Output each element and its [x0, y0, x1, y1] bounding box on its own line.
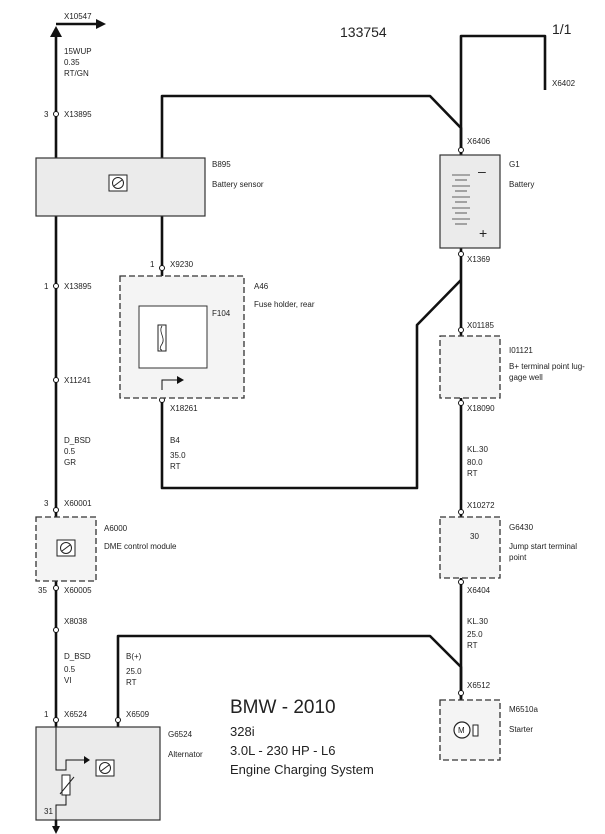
regulator-icon: [55, 727, 90, 820]
wire-15wup-name: 15WUP: [64, 47, 92, 56]
battery-sensor-id: B895: [212, 160, 231, 169]
connector-x10547: X10547: [64, 12, 92, 21]
connector-x1369: X1369: [467, 255, 491, 264]
wire-b4-color: RT: [170, 462, 181, 471]
battery-plus-sign: +: [479, 225, 487, 241]
fuse-arrow-head-icon: [177, 376, 184, 384]
wire-kl30b-gauge: 25.0: [467, 630, 483, 639]
wire-b4-name: B4: [170, 436, 180, 445]
title-system: Engine Charging System: [230, 762, 374, 777]
pin-3-top: 3: [44, 110, 49, 119]
motor-icon: [453, 721, 471, 739]
ground-arrow-icon: [52, 826, 60, 834]
pin-31: 31: [44, 807, 53, 816]
connector-x18261: X18261: [170, 404, 198, 413]
wire-b4-gauge: 35.0: [170, 451, 186, 460]
b-plus-terminal-box: [439, 335, 501, 399]
wire-15wup-color: RT/GN: [64, 69, 89, 78]
jump-start-name-1: Jump start terminal: [509, 542, 577, 551]
wire-kl30b-color: RT: [467, 641, 478, 650]
title-model: 328i: [230, 724, 255, 739]
fuse-id: F104: [212, 309, 231, 318]
alternator-icon: [95, 759, 115, 777]
battery-box: [439, 154, 501, 249]
battery-sensor-name: Battery sensor: [212, 180, 264, 189]
page-number: 1/1: [552, 21, 572, 37]
b-plus-terminal-id: I01121: [509, 346, 533, 355]
jump-start-box: [439, 516, 501, 579]
starter-solenoid-icon: [472, 724, 479, 737]
arrow-x10547: [50, 26, 62, 37]
connector-x13895-bot: X13895: [64, 282, 92, 291]
wire-dbsd-vi-name: D_BSD: [64, 652, 91, 661]
battery-cells-icon: [452, 174, 470, 225]
pin-1-alt: 1: [44, 710, 49, 719]
wire-kl30a-name: KL.30: [467, 445, 488, 454]
jump-start-pin-30: 30: [470, 532, 479, 541]
doc-id: 133754: [340, 24, 387, 40]
wire-b-plus-name: B(+): [126, 652, 142, 661]
wire-battery-neg: [160, 94, 463, 158]
connector-x9230: X9230: [170, 260, 194, 269]
dme-id: A6000: [104, 524, 128, 533]
wire-kl30a-gauge: 80.0: [467, 458, 483, 467]
wire-kl30b-name: KL.30: [467, 617, 488, 626]
wire-b-plus-gauge: 25.0: [126, 667, 142, 676]
connector-x6524: X6524: [64, 710, 88, 719]
wire-dbsd-gr-color: GR: [64, 458, 76, 467]
alternator-name: Alternator: [168, 750, 203, 759]
wire-ground-x6402: [459, 34, 547, 155]
title-brand: BMW - 2010: [230, 697, 336, 718]
connector-x6404: X6404: [467, 586, 491, 595]
dme-icon: [56, 539, 76, 557]
connector-x10272: X10272: [467, 501, 495, 510]
fuse-holder-name: Fuse holder, rear: [254, 300, 315, 309]
connector-dots: [53, 111, 464, 723]
starter-name: Starter: [509, 725, 533, 734]
connector-x6512: X6512: [467, 681, 491, 690]
fuse-arrow-icon: [161, 379, 180, 390]
arrow-head-x10547: [96, 19, 106, 29]
wire-15wup-gauge: 0.35: [64, 58, 80, 67]
connector-x8038: X8038: [64, 617, 88, 626]
title-engine: 3.0L - 230 HP - L6: [230, 743, 336, 758]
pin-1-left: 1: [44, 282, 49, 291]
b-plus-terminal-name-2: gage well: [509, 373, 543, 382]
battery-minus-sign: –: [478, 163, 486, 179]
pin-35: 35: [38, 586, 47, 595]
jump-start-id: G6430: [509, 523, 534, 532]
wire-kl30a-color: RT: [467, 469, 478, 478]
wire-b-plus: [116, 634, 463, 727]
alternator-id: G6524: [168, 730, 193, 739]
fuse-holder-id: A46: [254, 282, 269, 291]
connector-x6402: X6402: [552, 79, 576, 88]
jump-start-name-2: point: [509, 553, 527, 562]
connector-x60005: X60005: [64, 586, 92, 595]
wire-dbsd-gr-name: D_BSD: [64, 436, 91, 445]
connector-x18090: X18090: [467, 404, 495, 413]
dme-name: DME control module: [104, 542, 177, 551]
b-plus-terminal-name-1: B+ terminal point lug-: [509, 362, 585, 371]
wire-dbsd-vi-color: VI: [64, 676, 72, 685]
connector-x01185: X01185: [467, 321, 495, 330]
wire-dbsd-vi-gauge: 0.5: [64, 665, 76, 674]
fuse-element-icon: [159, 325, 164, 351]
starter-id: M6510a: [509, 705, 538, 714]
fuse-icon: [157, 324, 167, 352]
starter-motor-letter: M: [458, 726, 465, 735]
wire-b-plus-color: RT: [126, 678, 137, 687]
pin-3-dme: 3: [44, 499, 49, 508]
connector-x6509: X6509: [126, 710, 150, 719]
connector-x13895-top: X13895: [64, 110, 92, 119]
battery-name: Battery: [509, 180, 534, 189]
pin-1-fuse: 1: [150, 260, 155, 269]
fuse-f104-box: [138, 305, 208, 369]
connector-x6406: X6406: [467, 137, 491, 146]
wire-dbsd-gr-gauge: 0.5: [64, 447, 76, 456]
connector-x60001: X60001: [64, 499, 92, 508]
connector-x11241: X11241: [64, 376, 92, 385]
sensor-icon: [108, 174, 128, 192]
battery-id: G1: [509, 160, 520, 169]
